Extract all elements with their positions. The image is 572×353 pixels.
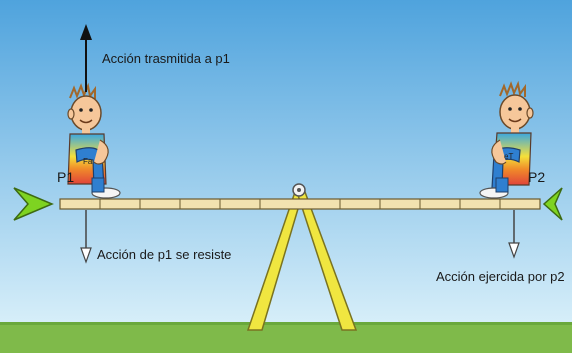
shirt-logo-p2: eT <box>504 152 514 161</box>
seesaw-plank <box>59 198 541 210</box>
child-p2 <box>479 80 534 199</box>
label-p2: P2 <box>528 169 546 185</box>
fulcrum <box>246 183 358 331</box>
triangle-right-icon <box>13 187 54 221</box>
shirt-logo-p1: Fa <box>83 157 93 166</box>
label-action-by-p2: Acción ejercida por p2 <box>436 269 565 284</box>
label-action-transmitted: Acción trasmitida a p1 <box>102 51 230 66</box>
triangle-left-icon <box>542 187 563 221</box>
arrow-down-p2-icon <box>508 210 520 259</box>
grass-ground <box>0 322 572 353</box>
arrow-up-icon <box>80 24 92 92</box>
label-action-p1-resists: Acción de p1 se resiste <box>97 247 232 262</box>
arrow-down-icon <box>80 210 92 264</box>
label-p1: P1 <box>57 169 75 185</box>
child-p1 <box>67 82 121 199</box>
